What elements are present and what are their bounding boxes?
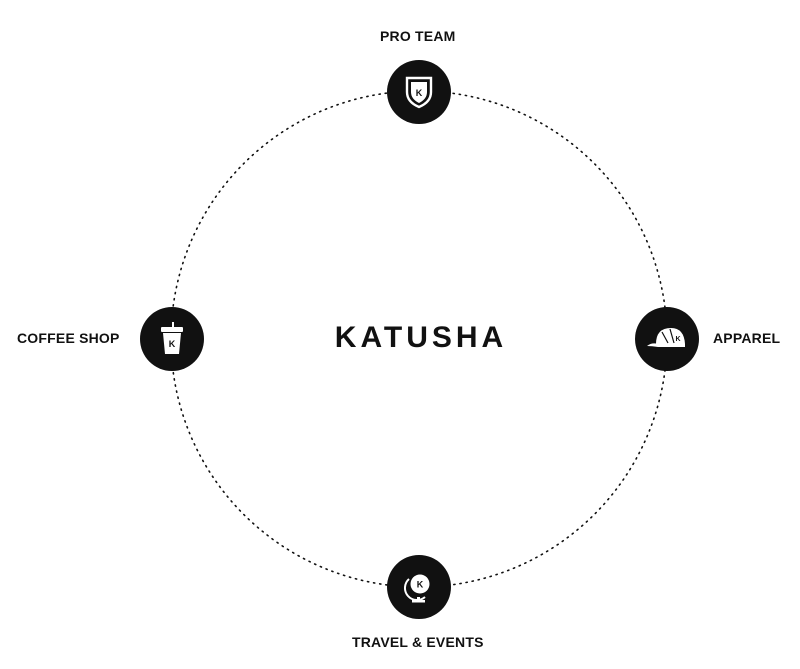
- apparel-label: APPAREL: [713, 330, 781, 346]
- coffee-shop-label: COFFEE SHOP: [17, 330, 120, 346]
- travel-events-label: TRAVEL & EVENTS: [352, 634, 484, 650]
- globe-icon: K: [404, 574, 430, 603]
- cup-badge: K: [169, 339, 176, 349]
- cycling-cap-icon: K: [647, 328, 685, 347]
- cap-badge: K: [675, 336, 680, 343]
- pro-team-node[interactable]: K: [387, 60, 451, 124]
- shield-icon: K: [405, 76, 433, 109]
- travel-events-node[interactable]: K: [387, 555, 451, 619]
- pro-team-label: PRO TEAM: [380, 28, 456, 44]
- katusha-wordmark: KATUSHA: [334, 321, 508, 354]
- globe-badge: K: [417, 580, 424, 590]
- apparel-node[interactable]: K: [635, 307, 699, 371]
- shield-badge: K: [416, 88, 423, 98]
- coffee-cup-icon: K: [161, 322, 183, 354]
- coffee-shop-node[interactable]: K: [140, 307, 204, 371]
